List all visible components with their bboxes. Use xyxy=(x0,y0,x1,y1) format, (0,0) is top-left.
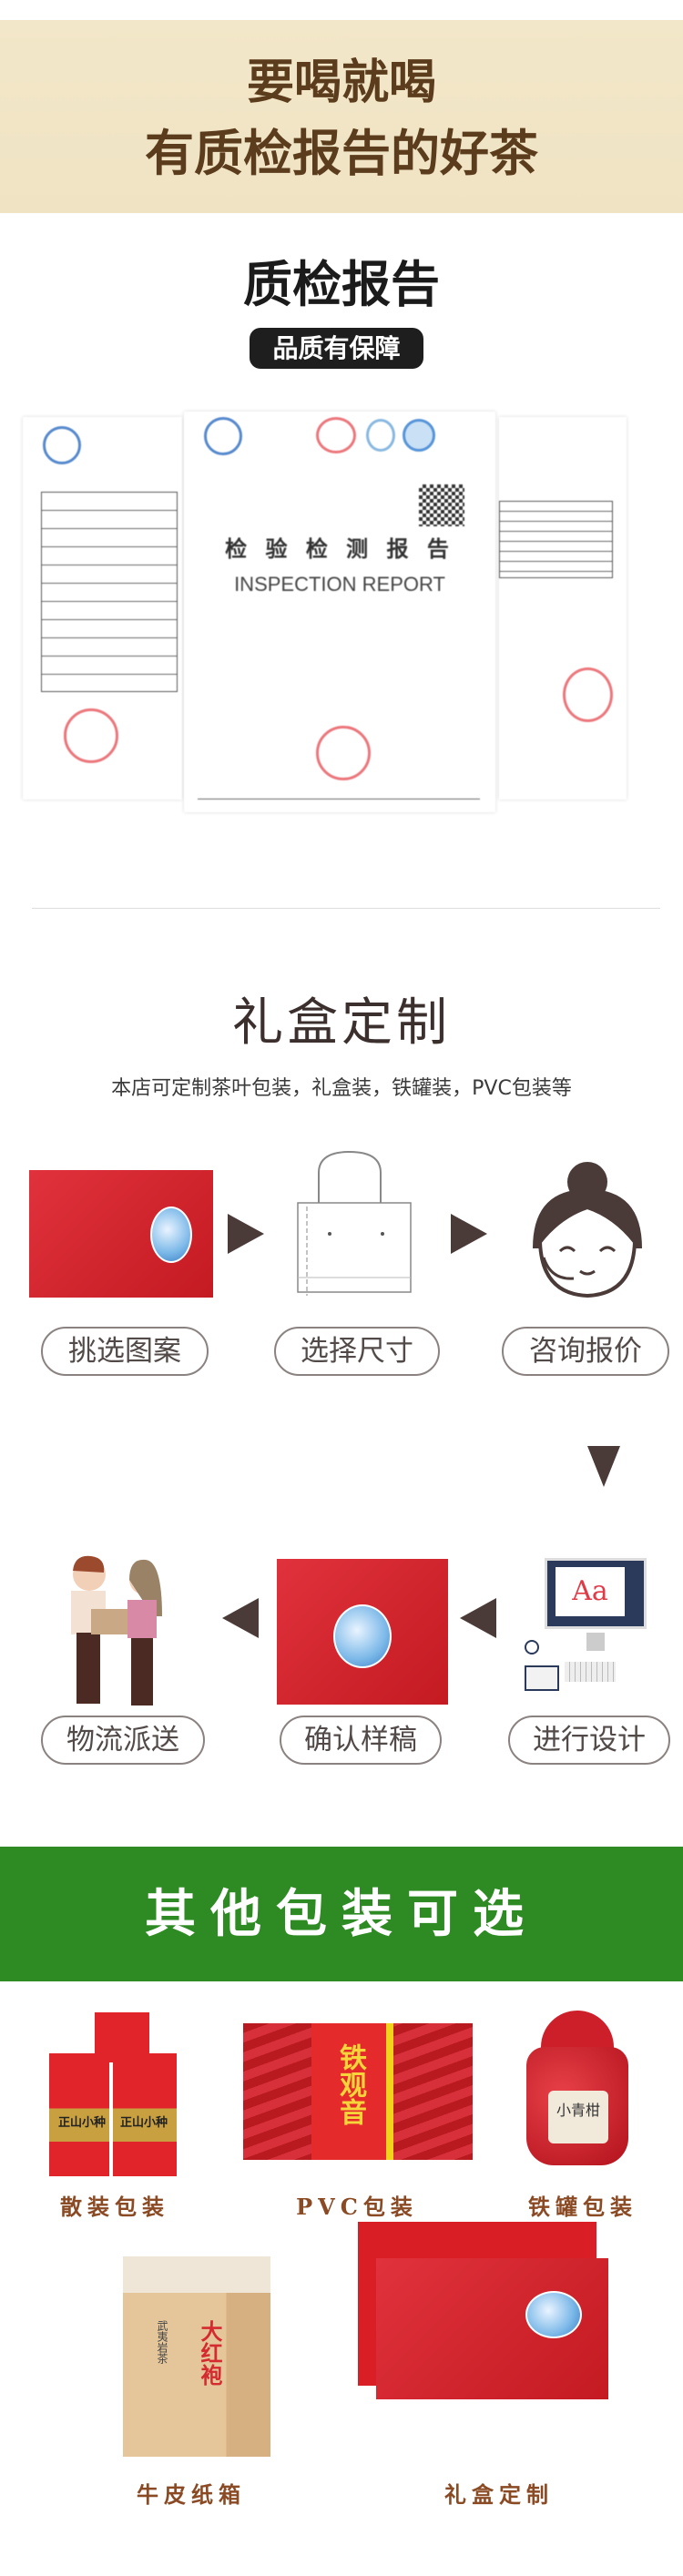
label-pvc-pack: PVC包装 xyxy=(296,2194,418,2220)
report-table xyxy=(41,492,178,692)
tea-name-text: 正山小种 xyxy=(119,2116,168,2130)
report-doc-left xyxy=(23,417,182,799)
tea-name-text: 大红袍 xyxy=(197,2320,223,2386)
design-workstation-icon: Aa xyxy=(517,1553,663,1709)
cma-logo-icon xyxy=(316,417,356,453)
cert-logo-icon xyxy=(43,426,81,464)
red-stamp-icon xyxy=(563,667,613,722)
report-doc-main: 检 验 检 测 报 告 INSPECTION REPORT xyxy=(184,412,495,812)
kraft-box-image: 大红袍 武夷岩茶 xyxy=(123,2256,270,2457)
delivery-people-icon xyxy=(71,1555,162,1705)
label-loose-pack: 散装包装 xyxy=(60,2194,169,2220)
koi-medallion-icon xyxy=(333,1604,392,1668)
gift-title: 礼盒定制 xyxy=(232,993,451,1053)
cnas-logo-icon xyxy=(403,419,435,452)
step-choose-size: 选择尺寸 xyxy=(274,1327,440,1376)
divider xyxy=(32,908,660,909)
gift-subtitle: 本店可定制茶叶包装，礼盒装，铁罐装，PVC包装等 xyxy=(111,1077,572,1100)
koi-medallion-icon xyxy=(150,1207,192,1263)
ilac-logo-icon xyxy=(366,419,395,452)
pvc-box-image: 铁观音 xyxy=(243,2023,473,2160)
step-confirm-draft: 确认样稿 xyxy=(280,1716,442,1765)
hero-banner xyxy=(0,20,683,213)
label-kraft-box: 牛皮纸箱 xyxy=(137,2481,246,2508)
doc-title-cn: 检 验 检 测 报 告 xyxy=(225,536,454,562)
doc-title-en: INSPECTION REPORT xyxy=(234,573,445,596)
report-doc-right xyxy=(499,417,627,799)
gift-box-front-image xyxy=(376,2258,608,2399)
loose-pack-image: 正山小种 正山小种 xyxy=(49,2012,177,2176)
arrow-right-icon xyxy=(228,1214,264,1254)
report-table xyxy=(499,501,613,578)
tin-can-image: 小青柑 xyxy=(526,2011,628,2165)
gift-box-image xyxy=(29,1170,213,1298)
step-delivery: 物流派送 xyxy=(41,1716,205,1765)
arrow-left-icon xyxy=(460,1598,496,1638)
cert-logo-icon xyxy=(204,417,242,455)
hero-line-1: 要喝就喝 xyxy=(246,55,436,110)
red-stamp-icon xyxy=(316,726,371,780)
shopping-bag-icon xyxy=(297,1150,412,1296)
step-request-quote: 咨询报价 xyxy=(502,1327,669,1376)
packaging-banner: 其他包装可选 xyxy=(0,1847,683,1981)
tea-name-text: 正山小种 xyxy=(57,2116,106,2130)
arrow-left-icon xyxy=(222,1598,259,1638)
hero-line-2: 有质检报告的好茶 xyxy=(145,124,538,182)
report-title: 质检报告 xyxy=(243,255,440,313)
red-stamp-icon xyxy=(64,708,118,763)
step-pick-pattern: 挑选图案 xyxy=(41,1327,209,1376)
tea-name-text: 小青柑 xyxy=(548,2091,608,2143)
label-tin-pack: 铁罐包装 xyxy=(528,2194,637,2220)
label-gift-box: 礼盒定制 xyxy=(444,2481,554,2508)
tea-subtext: 武夷岩茶 xyxy=(156,2320,168,2364)
gift-bag-image xyxy=(277,1559,448,1705)
arrow-down-icon xyxy=(587,1446,620,1487)
design-sample-text: Aa xyxy=(556,1567,625,1616)
step-design: 进行设计 xyxy=(508,1716,670,1765)
tea-name-text: 铁观音 xyxy=(334,2043,366,2125)
qr-code-icon xyxy=(419,484,464,526)
customer-service-icon xyxy=(533,1162,642,1298)
koi-medallion-icon xyxy=(525,2291,582,2338)
arrow-right-icon xyxy=(451,1214,487,1254)
quality-badge: 品质有保障 xyxy=(250,328,423,369)
